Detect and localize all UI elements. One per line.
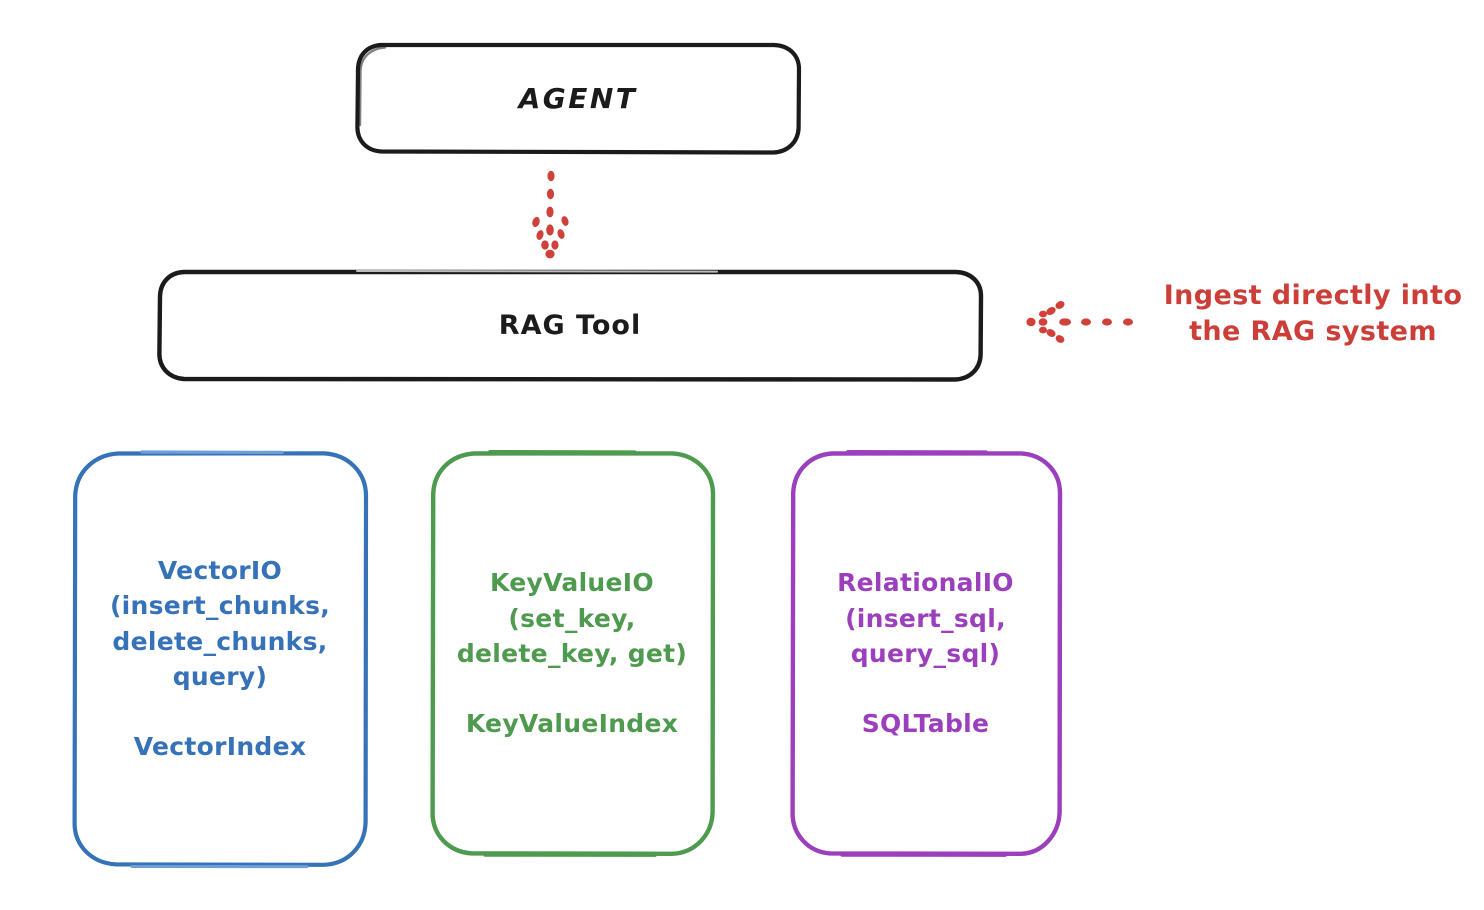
node-vector-io[interactable]: VectorIO (insert_chunks, delete_chunks, … xyxy=(72,450,369,869)
ingest-annotation-text: Ingest directly into the RAG system xyxy=(1163,280,1463,348)
rag-tool-label: RAG Tool xyxy=(498,309,642,341)
node-rag-tool[interactable]: RAG Tool xyxy=(157,269,984,382)
relational-io-api-label: RelationalIO (insert_sql, query_sql) xyxy=(837,568,1014,668)
node-relational-io[interactable]: RelationalIO (insert_sql, query_sql) SQL… xyxy=(790,450,1063,857)
key-value-io-api-label: KeyValueIO (set_key, delete_key, get) xyxy=(456,568,688,668)
connector-ingest-to-rag-tool xyxy=(1026,301,1133,343)
connector-agent-to-rag-tool xyxy=(532,170,569,259)
node-agent[interactable]: AGENT xyxy=(355,42,802,155)
node-key-value-io[interactable]: KeyValueIO (set_key, delete_key, get) Ke… xyxy=(430,450,716,857)
key-value-io-index-label: KeyValueIndex xyxy=(465,708,679,738)
vector-io-api-label: VectorIO (insert_chunks, delete_chunks, … xyxy=(109,555,331,692)
relational-io-index-label: SQLTable xyxy=(861,708,990,738)
agent-label: AGENT xyxy=(518,81,638,115)
vector-io-index-label: VectorIndex xyxy=(133,731,307,761)
